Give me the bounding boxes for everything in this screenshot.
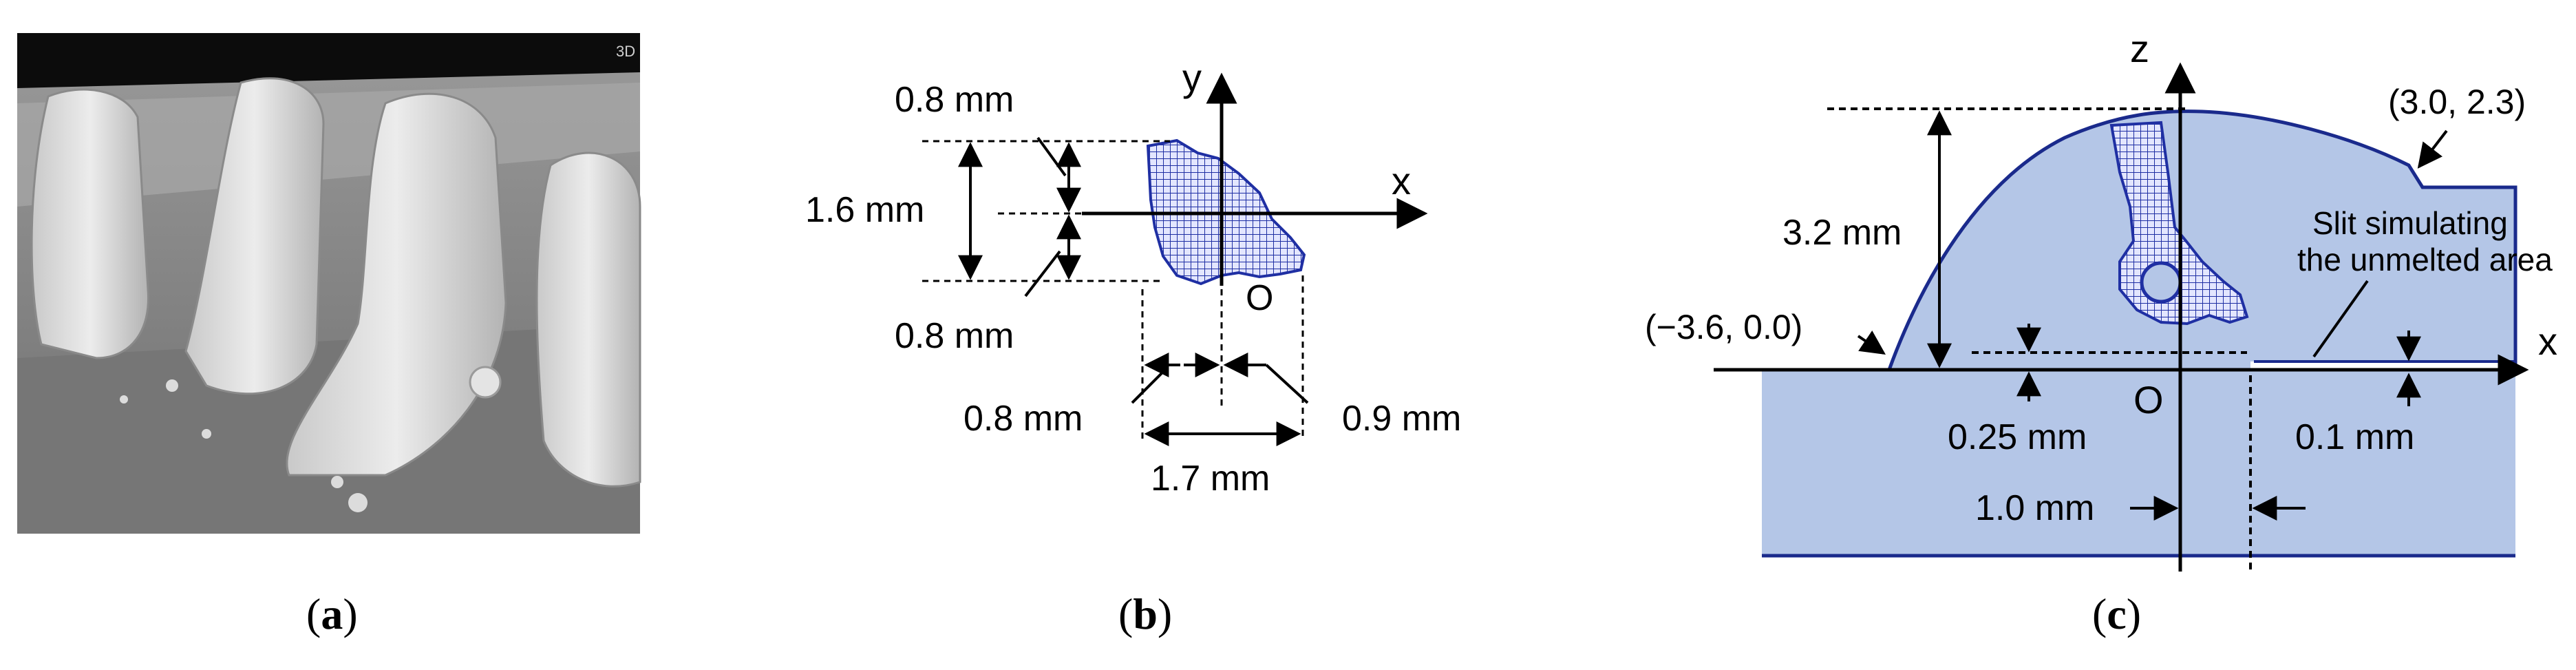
- ct-small-spatters: [120, 379, 368, 512]
- panel-b: y x O 0.8 mm 1.6 mm 0.8 mm 0.8 mm 0: [805, 56, 1461, 499]
- slit-label-line1: Slit simulating: [2312, 205, 2508, 241]
- leader-bottom-half: [1024, 250, 1061, 297]
- ct-spatter-ball: [469, 366, 502, 399]
- z-axis-label: z: [2130, 27, 2149, 70]
- dim-top-half-label: 0.8 mm: [895, 80, 1014, 120]
- x-axis-label: x: [1392, 159, 1411, 202]
- caption-b: (b): [1118, 589, 1173, 638]
- leader-left-width: [1131, 370, 1164, 404]
- caption-a: (a): [306, 589, 358, 638]
- dim-bottom-half-label: 0.8 mm: [895, 316, 1014, 356]
- coord-right-arrow: [2417, 129, 2448, 169]
- origin-label-c: O: [2133, 378, 2164, 421]
- coord-left-label: (−3.6, 0.0): [1645, 308, 1802, 346]
- panel-a: 3D: [17, 33, 641, 534]
- dim-height-label: 3.2 mm: [1782, 213, 1902, 253]
- leader-right-width: [1265, 364, 1309, 404]
- origin-label-b: O: [1246, 278, 1273, 318]
- y-axis-label: y: [1182, 56, 1202, 99]
- ct-dark-corner: [17, 33, 640, 88]
- dim-right-width-label: 0.9 mm: [1342, 399, 1461, 439]
- caption-c-letter: c: [2107, 589, 2127, 638]
- gap-right-label: 0.1 mm: [2295, 417, 2414, 457]
- caption-b-letter: b: [1133, 589, 1158, 638]
- x-axis-label-c: x: [2538, 320, 2557, 363]
- dim-total-width-label: 1.7 mm: [1151, 459, 1270, 499]
- leader-top-half: [1036, 136, 1067, 177]
- mesh-hole: [2140, 261, 2182, 304]
- dim-left-width-label: 0.8 mm: [964, 399, 1083, 439]
- offset-label: 1.0 mm: [1975, 488, 2094, 528]
- ct-beads: [30, 77, 641, 488]
- slit-leader: [2312, 280, 2369, 358]
- caption-a-letter: a: [321, 589, 343, 638]
- panel-c: z x O 3.2 mm (−3.6, 0.0) (3.0, 2.3) 0.25…: [1645, 27, 2557, 572]
- dim-total-height-label: 1.6 mm: [805, 190, 924, 230]
- gap-left-label: 0.25 mm: [1948, 417, 2087, 457]
- caption-c: (c): [2092, 589, 2142, 638]
- ct-plate-band: [17, 83, 640, 207]
- coord-right-label: (3.0, 2.3): [2388, 83, 2526, 121]
- slit-label-line2: the unmelted area: [2297, 242, 2553, 278]
- substrate-region: [1762, 370, 2515, 556]
- reference-lines-b: [922, 140, 1304, 441]
- ct-3d-badge: 3D: [616, 43, 635, 60]
- coord-left-arrow: [1857, 330, 1886, 355]
